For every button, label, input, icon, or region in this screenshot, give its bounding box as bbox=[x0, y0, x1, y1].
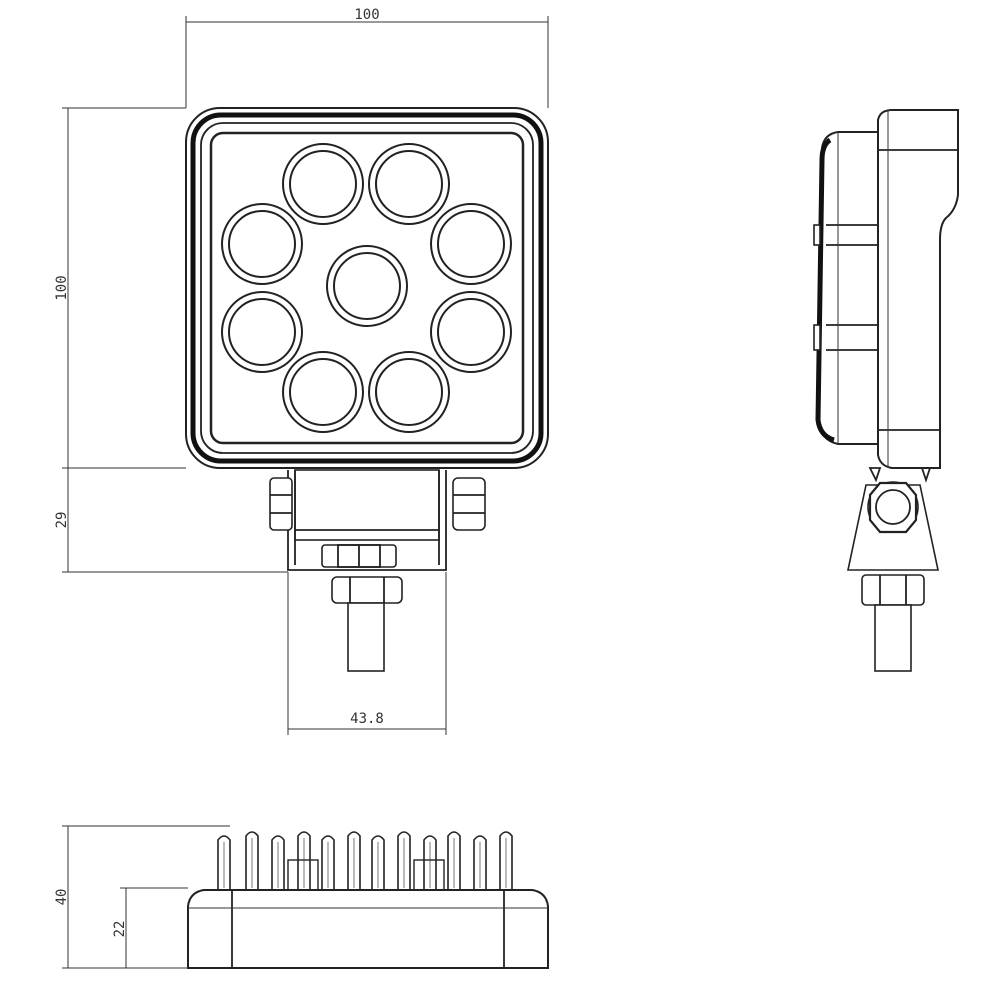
led-ring bbox=[430, 291, 512, 373]
led-ring bbox=[430, 203, 512, 285]
led-ring bbox=[375, 150, 443, 218]
front-bracket bbox=[269, 469, 486, 672]
led-ring bbox=[282, 351, 364, 433]
led-ring bbox=[221, 291, 303, 373]
led-ring bbox=[289, 150, 357, 218]
led-ring bbox=[228, 298, 296, 366]
led-array bbox=[221, 143, 512, 433]
dim-front-width: 100 bbox=[354, 7, 379, 23]
dim-bracket-width: 43.8 bbox=[350, 711, 384, 727]
led-ring bbox=[437, 298, 505, 366]
heat-sink-fins bbox=[217, 831, 513, 891]
side-view bbox=[813, 109, 959, 672]
led-ring bbox=[221, 203, 303, 285]
led-ring bbox=[368, 143, 450, 225]
led-ring bbox=[437, 210, 505, 278]
led-ring bbox=[282, 143, 364, 225]
led-ring bbox=[228, 210, 296, 278]
bottom-view bbox=[187, 831, 549, 969]
led-ring bbox=[375, 358, 443, 426]
led-ring bbox=[333, 252, 401, 320]
dim-front-height: 100 bbox=[54, 275, 70, 300]
bottom-dimensions: 40 22 bbox=[54, 825, 230, 969]
led-ring bbox=[289, 358, 357, 426]
front-dimensions: 100 100 29 43.8 bbox=[54, 7, 549, 735]
dim-bracket-height: 29 bbox=[54, 512, 70, 529]
led-ring bbox=[326, 245, 408, 327]
led-ring bbox=[368, 351, 450, 433]
dim-total-depth: 40 bbox=[54, 889, 70, 906]
front-view bbox=[185, 107, 549, 672]
dim-housing-depth: 22 bbox=[112, 921, 128, 938]
